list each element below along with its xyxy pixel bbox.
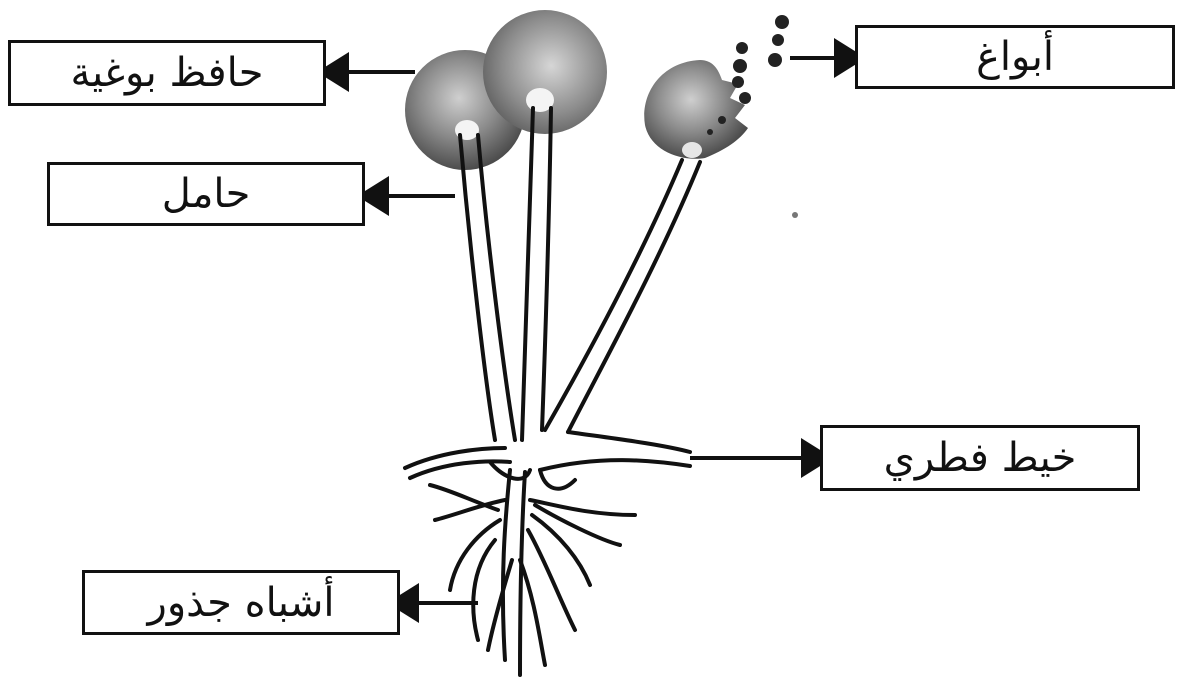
hypha (405, 432, 690, 489)
label-spores-text: أبواغ (976, 34, 1054, 80)
label-sporangia-text: حافظ بوغية (71, 50, 264, 96)
label-spores: أبواغ (855, 25, 1175, 89)
label-hypha: خيط فطري (820, 425, 1140, 491)
label-stalk: حامل (47, 162, 365, 226)
sporangia (405, 10, 748, 170)
spores (707, 15, 798, 218)
label-stalk-text: حامل (162, 171, 251, 217)
label-rhizoids: أشباه جذور (82, 570, 400, 635)
sporangium-center (483, 10, 607, 134)
label-sporangia: حافظ بوغية (8, 40, 326, 106)
label-rhizoids-text: أشباه جذور (148, 580, 335, 626)
label-hypha-text: خيط فطري (884, 435, 1077, 481)
rhizoids (430, 470, 635, 675)
